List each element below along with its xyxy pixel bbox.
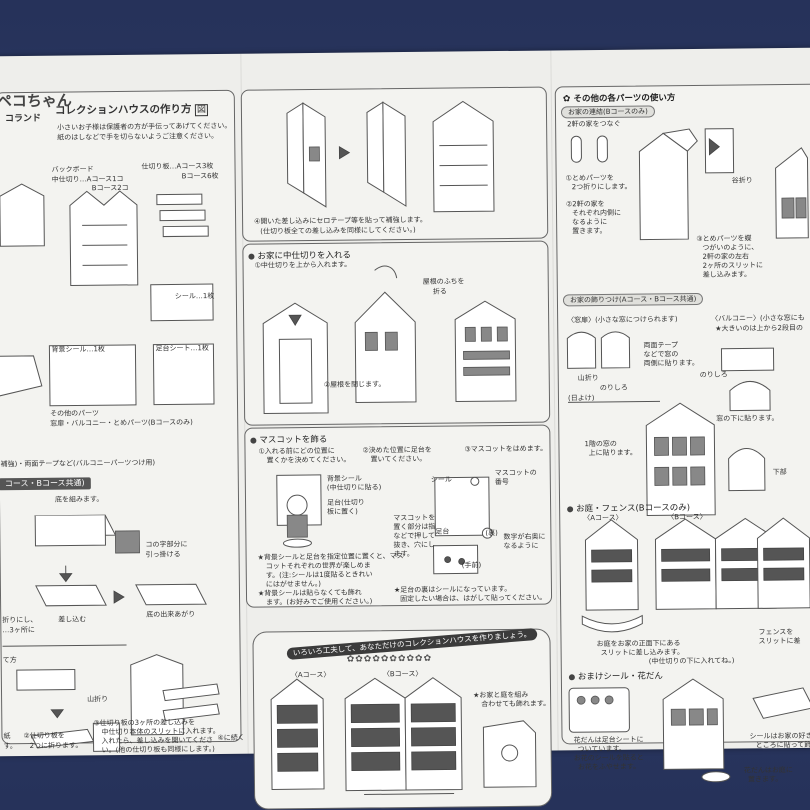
connect-2: ②2軒の家を (565, 199, 605, 209)
part-seal: シール…1枚 (174, 292, 215, 301)
hook-note-1: コの字部分に (145, 540, 188, 549)
stand-1: 足台(仕切り (327, 498, 365, 507)
window-1f: 1階の窓の (584, 439, 617, 449)
glue-margin-label: のりしろ (599, 383, 628, 393)
decor-illustrations (566, 331, 775, 517)
mountain-label: 山折り (577, 374, 599, 383)
connect-2d: 置きます。 (572, 226, 607, 236)
num-note-2: なるように (503, 541, 539, 551)
fence-2: スリットに差 (758, 636, 801, 646)
flower-2: ついています。 (577, 744, 626, 754)
base-done: 底の出来あがり (146, 610, 196, 619)
mountain-fold-label: 山折り (87, 695, 109, 704)
frag-left-2: す。 (3, 742, 17, 751)
step4-illustrations (286, 100, 495, 213)
garden-illustrations (581, 517, 810, 633)
mascot-num-b: 番号 (494, 477, 509, 487)
double-tape: 両面テープ (643, 341, 679, 350)
roof-edge-1: 屋根のふちを (422, 277, 465, 286)
window-1f-b: 上に貼ります。 (588, 448, 637, 458)
partition-heading: お家に中仕切りを入れる (248, 249, 351, 262)
mascot-illustrations (276, 474, 493, 575)
connect-3c: 2軒の家の左右 (702, 252, 750, 261)
seal-label: シール (430, 475, 452, 484)
connect-step: 2軒の家をつなぐ (567, 119, 621, 129)
flower-6: 置きます。 (747, 775, 783, 784)
connect-2b: それぞれ内側に (571, 208, 622, 218)
mascot-heading-text: マスコットを飾る (259, 434, 328, 446)
part-bg-seal: 背景シール…1枚 (51, 345, 105, 354)
right-section-title: ✿ その他の各パーツの使い方 (562, 93, 676, 105)
step-2-fold-b: 2つに折ります。 (29, 741, 83, 750)
connect-3d: 2ヶ所のスリットに (702, 261, 764, 270)
peel-2: 置く部分は指 (393, 522, 436, 532)
peel-1: マスコットを (393, 513, 436, 523)
shelf-illustrations (16, 654, 220, 752)
part-other-desc: 窓扉・バルコニー・とめパーツ(Bコースのみ) (50, 418, 193, 428)
connect-3b: つがいのように、 (702, 243, 759, 252)
step-4-b: (仕切り板全ての差し込みを同様にしてください。) (260, 225, 416, 236)
connect-2c: なるように (572, 217, 608, 227)
section-bar-common: コース・Bコース共通) (0, 477, 91, 491)
connect-title: お家の連結(Bコースのみ) (560, 105, 655, 119)
star-row: ✿✿✿✿✿✿✿✿✿✿ (346, 653, 433, 665)
part-stand-seal: 足台シート…1枚 (155, 344, 209, 353)
window-under: 窓の下に貼ります。 (716, 414, 779, 423)
bg-seal-1: 背景シール (326, 474, 362, 483)
parts-illustrations (0, 183, 215, 407)
connect-1b: 2つ折りにします。 (571, 182, 632, 192)
glue-margin-label-2: のりしろ (699, 370, 728, 379)
frag-left-1: 紙 (3, 732, 11, 741)
part-other-title: その他のパーツ (50, 409, 100, 418)
step-3-d: い。(他の仕切り板も同様にします。) (101, 745, 215, 755)
right-section-title-text: その他の各パーツの使い方 (573, 93, 676, 105)
mascot-step-3: ③マスコットをはめます。 (464, 444, 548, 454)
step-4: ④開いた差し込みにセロテープ等を貼って補強します。 (254, 215, 427, 226)
mascot-num: マスコットの (494, 468, 537, 478)
double-tape-3: 両側に貼ります。 (643, 358, 699, 368)
instruction-sheet: ペコちゃん コランド コレクションハウスの作り方 図 小さいお子様は保護者の方が… (0, 47, 810, 810)
window-title: 〈窓扉〉(小さな窓につけられます) (567, 315, 678, 325)
stand-label: 足台 (435, 527, 450, 536)
bottom-label: 下部 (772, 468, 787, 477)
front-label: (手前) (461, 561, 482, 570)
fold-frag-2: …3ヶ所に (2, 625, 35, 635)
double-tape-2: などで窓の (643, 350, 679, 359)
tools-note: 補強)・両面テープなど(バルコニーパーツつけ用) (0, 458, 156, 469)
flower-illustrations (568, 678, 810, 783)
valley-label: (日よけ) (567, 394, 595, 403)
peel-4: 抜き、穴にし (393, 540, 436, 550)
bg-seal-2: (中仕切りに貼る) (326, 483, 382, 492)
note-c2: 固定したい場合は、はがして貼ってください。 (400, 593, 547, 604)
note-b2: ます。(お好みでご使用ください。) (266, 597, 373, 607)
hook-note-2: 引っ掛ける (145, 550, 181, 559)
decor-title: お家の飾りつけ(Aコース・Bコース共通) (562, 292, 704, 307)
num-note-1: 数字が右奥に (503, 532, 546, 542)
back-label: (裏) (485, 529, 498, 538)
fold-frag-1: 折りにし、 (2, 615, 38, 625)
connect-1: ①とめパーツを (565, 173, 614, 183)
flower-4: お花をふやせます。 (577, 762, 641, 772)
connect-3e: 差し込みます。 (702, 270, 752, 279)
peel-3: などで押して (393, 531, 436, 541)
stand-2: 板に置く) (327, 507, 358, 516)
fence-1: フェンスを (758, 627, 794, 637)
connect-illustrations (570, 128, 809, 241)
base-illustrations (2, 514, 207, 647)
flower-1: 花だんは足台シートに (573, 735, 644, 745)
partition-step-2: ②屋根を閉じます。 (323, 380, 386, 389)
mascot-heading: マスコットを飾る (250, 433, 327, 446)
insert-label: 差し込む (58, 615, 87, 624)
garden-1c: (中仕切りの下に入れてね。) (648, 656, 735, 666)
seal-note-2: ところに貼って飾 (755, 740, 810, 750)
next-label: ④に続く (217, 733, 245, 743)
showcase-houses (270, 677, 537, 795)
back-side: 谷折り (731, 176, 753, 185)
step-2-fold: ②仕切り板を (23, 731, 65, 741)
partition-illustrations (262, 265, 517, 415)
flower-5: 花だんはお庭に (743, 766, 793, 775)
balcony-title: 〈バルコニー〉(小さな窓にも (711, 313, 805, 323)
roof-edge-2: 折る (432, 287, 447, 296)
